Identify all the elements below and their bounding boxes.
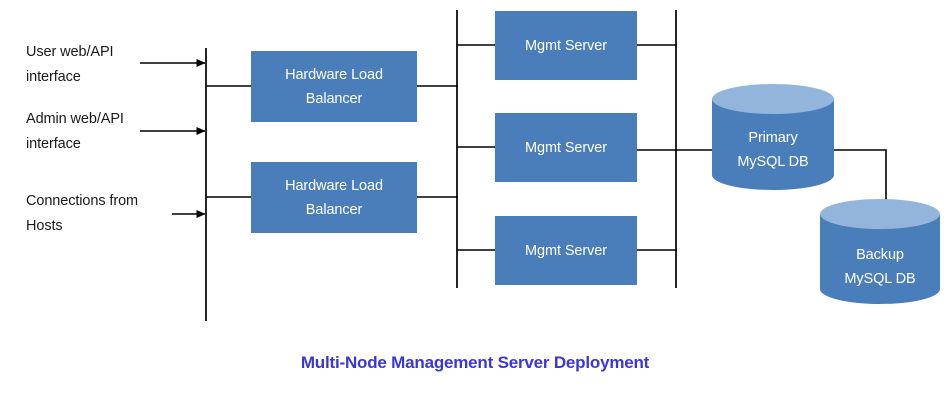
diagram-caption: Multi-Node Management Server Deployment (300, 353, 650, 372)
primary-db-cylinder-top (712, 84, 834, 114)
node-hardware-load-balancer-1[interactable]: Hardware Load Balancer (251, 51, 417, 122)
node-hardware-load-balancer-2[interactable]: Hardware Load Balancer (251, 162, 417, 233)
input-label-connections-from-hosts: Connections from Hosts (26, 193, 139, 234)
node-mgmt-server-2[interactable]: Mgmt Server (495, 113, 637, 182)
backup-db-cylinder-bottom (820, 274, 940, 304)
node-mgmt-server-1[interactable]: Mgmt Server (495, 11, 637, 80)
input-label-user-web-api: User web/API interface (26, 44, 114, 85)
node-mgmt-server-3[interactable]: Mgmt Server (495, 216, 637, 285)
input-label-admin-web-api: Admin web/API interface (26, 111, 124, 152)
node-primary-mysql-db[interactable]: Primary MySQL DB (712, 84, 834, 190)
backup-db-cylinder-top (820, 199, 940, 229)
link-primary-db-to-backup-db (833, 149, 887, 214)
node-backup-mysql-db[interactable]: Backup MySQL DB (820, 199, 940, 304)
primary-db-cylinder-bottom (712, 160, 834, 190)
